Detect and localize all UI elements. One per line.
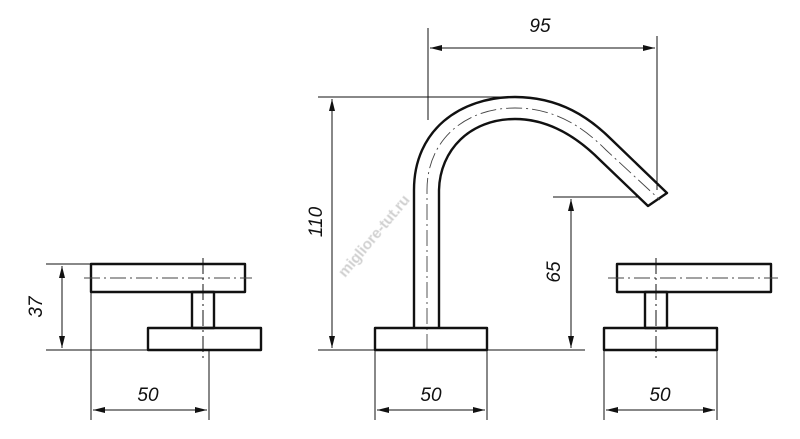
spout-base (373, 326, 489, 352)
right-handle-base (602, 326, 719, 352)
watermark: migliore-tut.ru (335, 192, 413, 281)
spout-view: 95 110 65 50 migliore-tut.ru (306, 16, 669, 420)
left-handle-base (146, 326, 263, 352)
total-height-label: 110 (306, 206, 327, 237)
right-handle-width-label: 50 (649, 385, 671, 406)
spout-height-label: 65 (544, 261, 565, 283)
left-handle-width-label: 50 (137, 385, 159, 406)
right-handle-view: 50 (602, 258, 778, 420)
spout-reach-label: 95 (529, 16, 551, 37)
spout-base-width-label: 50 (420, 385, 442, 406)
left-handle-view: 37 50 (26, 258, 263, 420)
spout-tube (412, 95, 669, 328)
handle-height-label: 37 (26, 295, 47, 318)
